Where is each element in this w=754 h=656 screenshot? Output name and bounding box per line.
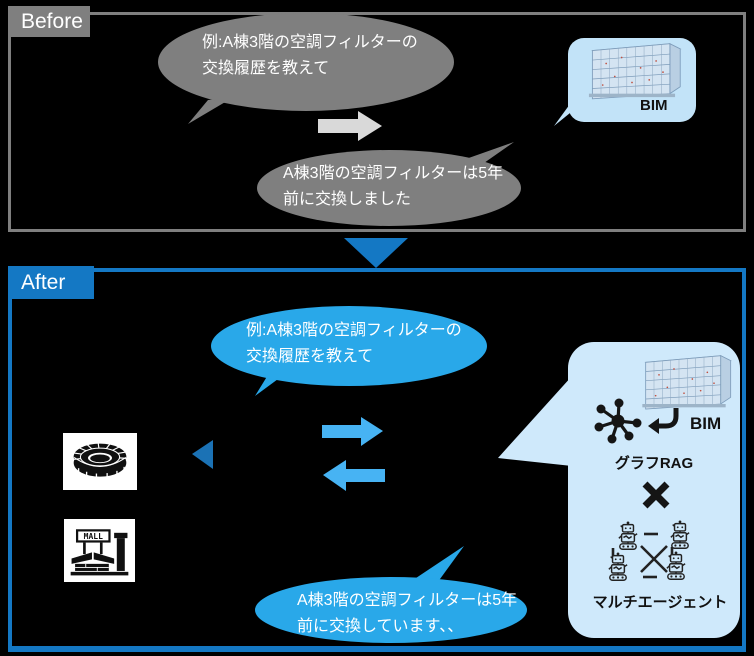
after-panel [8,268,746,652]
before-answer-line1: A棟3階の空調フィルターは5年 [283,165,504,182]
after-answer-bubble [255,577,527,643]
after-question-bubble [211,306,487,386]
after-question-line1: 例:A棟3階の空調フィルターの [246,322,462,339]
right-arrow-blue-icon [322,417,383,446]
right-arrow-gray-icon [318,111,382,141]
bim-label: BIM [690,414,722,433]
before-question-bubble-tail [188,98,232,124]
robot-links [611,532,674,579]
before-question-line1: 例:A棟3階の空調フィルターの [202,34,418,51]
graph-rag-label: グラフRAG [614,455,694,472]
before-answer-line2: 前に交換しました [283,191,412,208]
curved-arrow-icon [648,408,679,434]
robot-icon [608,552,628,581]
multi-agent-label: マルチエージェント [592,594,728,611]
stadium-tile [63,433,137,490]
after-question-line2: 交換履歴を教えて [246,348,374,365]
before-question-bubble [158,13,454,111]
before-question-line2: 交換履歴を教えて [202,60,330,77]
before-section-label: Before [8,6,90,37]
mall-tile: MALL [64,519,135,582]
bim-label: BIM [640,97,668,114]
after-answer-text: A棟3階の空調フィルターは5年 前に交換しています、、 [297,588,517,640]
robot-icon [618,521,638,550]
bim-building-icon [642,354,733,410]
mall-icon: MALL [70,528,129,575]
after-answer-line1: A棟3階の空調フィルターは5年 [297,592,518,609]
down-arrow-icon [344,238,408,268]
stadium-icon [73,443,127,479]
after-answer-line2: 前に交換しています、、 [297,618,464,635]
before-panel [8,12,746,232]
after-question-text: 例:A棟3階の空調フィルターの 交換履歴を教えて [246,318,462,370]
left-arrow-blue-icon [323,460,385,491]
mall-sign-text: MALL [84,532,103,541]
robot-icon [666,551,686,580]
after-section-label: After [8,266,94,299]
left-arrowhead-icon [192,440,213,469]
graph-network-icon [594,398,642,444]
before-answer-text: A棟3階の空調フィルターは5年 前に交換しました [283,161,503,213]
multiply-icon [642,481,670,509]
robot-icon [670,520,690,549]
bim-building-icon [588,43,682,100]
before-question-text: 例:A棟3階の空調フィルターの 交換履歴を教えて [202,30,418,82]
before-answer-bubble [257,150,521,226]
tech-bubble-tail [498,376,572,466]
